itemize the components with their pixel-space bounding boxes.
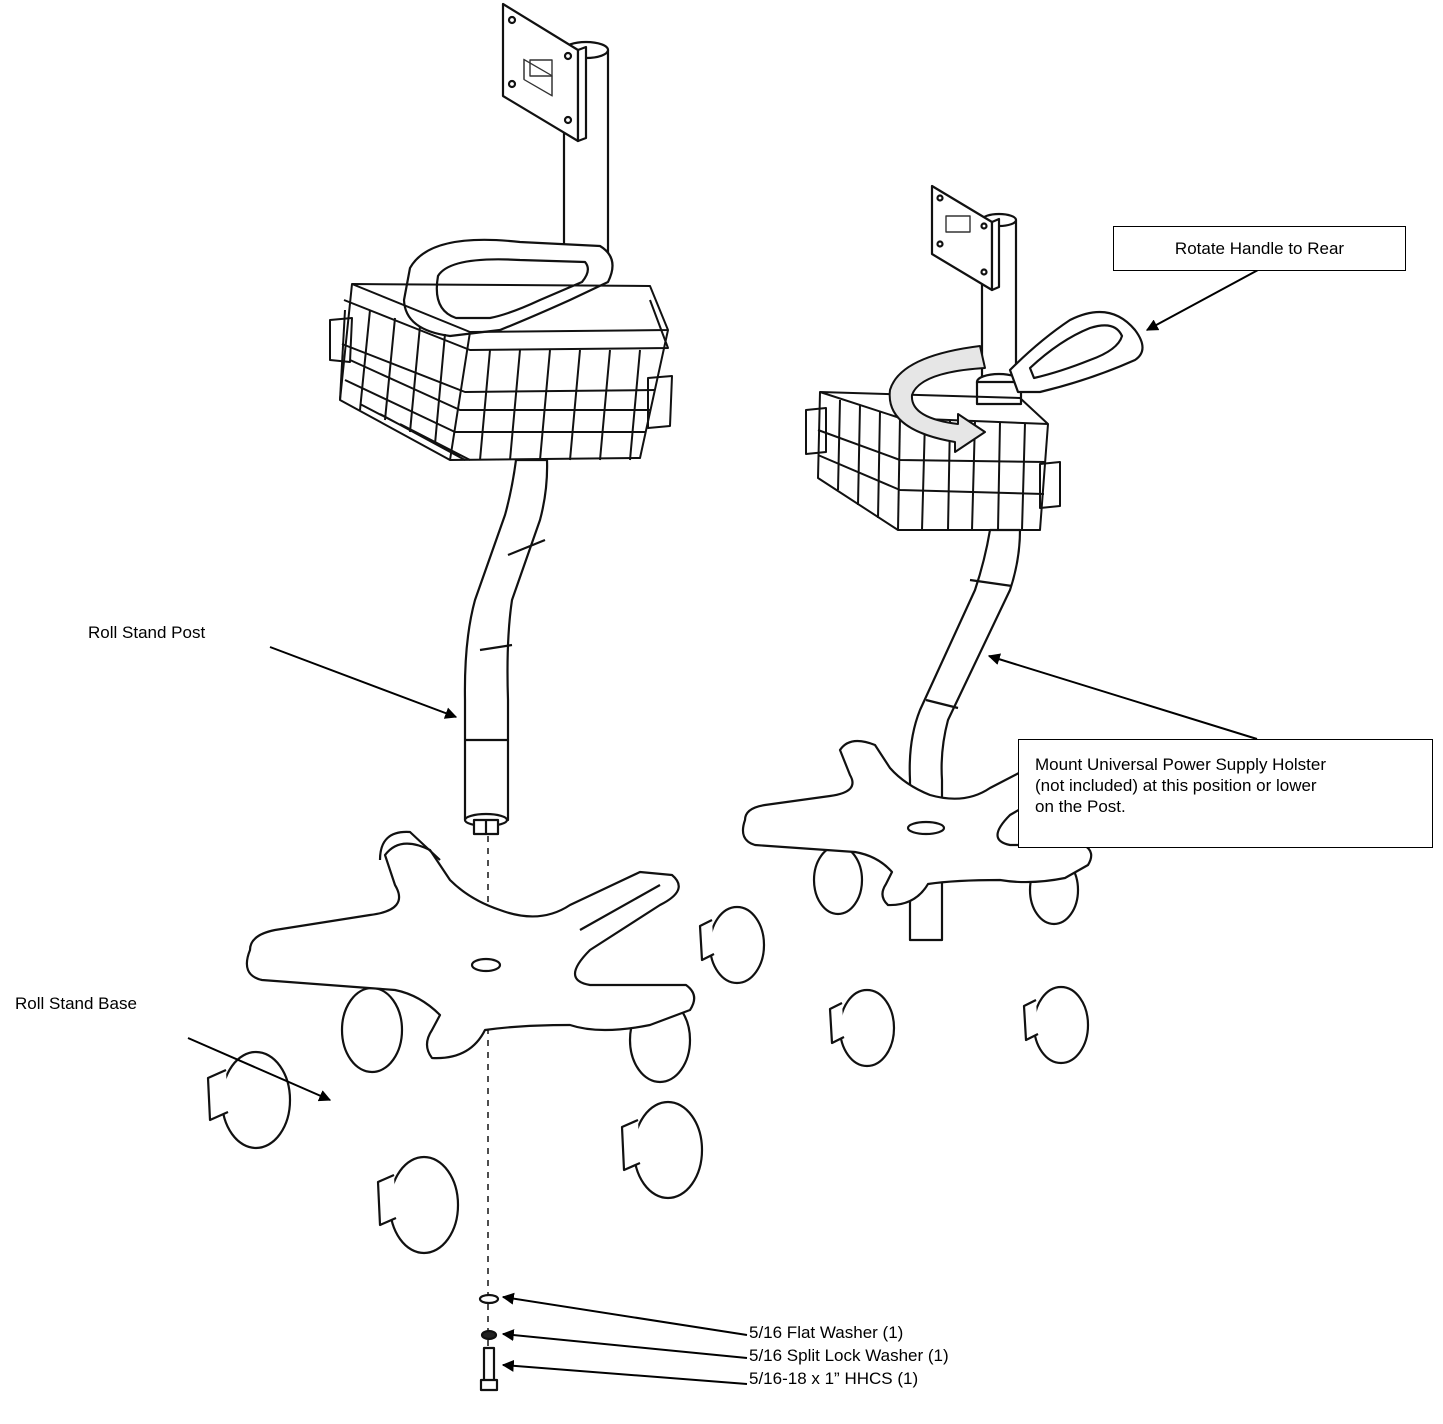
split-lock-washer bbox=[480, 1329, 498, 1341]
label-split-lock-washer: 5/16 Split Lock Washer (1) bbox=[749, 1346, 949, 1365]
left-handle bbox=[402, 238, 614, 338]
flat-washer bbox=[478, 1293, 500, 1305]
arrow-flat-washer bbox=[501, 1292, 748, 1336]
arrow-roll-stand-post bbox=[269, 646, 458, 719]
callout-rotate-handle: Rotate Handle to Rear bbox=[1113, 226, 1406, 271]
callout-mount-holster-line-3: on the Post. bbox=[1035, 797, 1126, 816]
right-handle bbox=[1008, 310, 1144, 394]
right-basket bbox=[805, 391, 1061, 531]
label-roll-stand-base: Roll Stand Base bbox=[15, 994, 137, 1013]
callout-rotate-handle-text: Rotate Handle to Rear bbox=[1174, 239, 1345, 258]
callout-mount-holster-line-2: (not included) at this position or lower bbox=[1035, 776, 1317, 795]
left-mounting-plate bbox=[501, 2, 588, 143]
label-roll-stand-post: Roll Stand Post bbox=[88, 623, 206, 642]
callout-mount-holster: Mount Universal Power Supply Holster (no… bbox=[1018, 739, 1433, 848]
arrow-roll-stand-base bbox=[187, 1037, 332, 1102]
right-roll-stand bbox=[698, 184, 1144, 1068]
leader-arrows bbox=[187, 269, 1259, 1385]
left-roll-stand bbox=[206, 2, 704, 1392]
right-mounting-plate bbox=[930, 184, 1001, 292]
left-roll-stand-base bbox=[206, 830, 704, 1255]
arrow-hhcs bbox=[501, 1359, 748, 1385]
left-basket bbox=[329, 283, 673, 461]
arrow-holster-position bbox=[987, 653, 1258, 740]
rotation-arrow bbox=[888, 345, 986, 453]
callout-mount-holster-line-1: Mount Universal Power Supply Holster bbox=[1035, 755, 1327, 774]
right-roll-stand-base bbox=[698, 739, 1093, 1068]
left-roll-stand-post bbox=[463, 458, 549, 836]
label-hhcs: 5/16-18 x 1” HHCS (1) bbox=[749, 1369, 919, 1388]
arrow-split-lock-washer bbox=[501, 1329, 748, 1359]
label-flat-washer: 5/16 Flat Washer (1) bbox=[749, 1323, 904, 1342]
left-hardware bbox=[478, 1293, 500, 1392]
arrow-rotate-handle bbox=[1145, 269, 1259, 331]
